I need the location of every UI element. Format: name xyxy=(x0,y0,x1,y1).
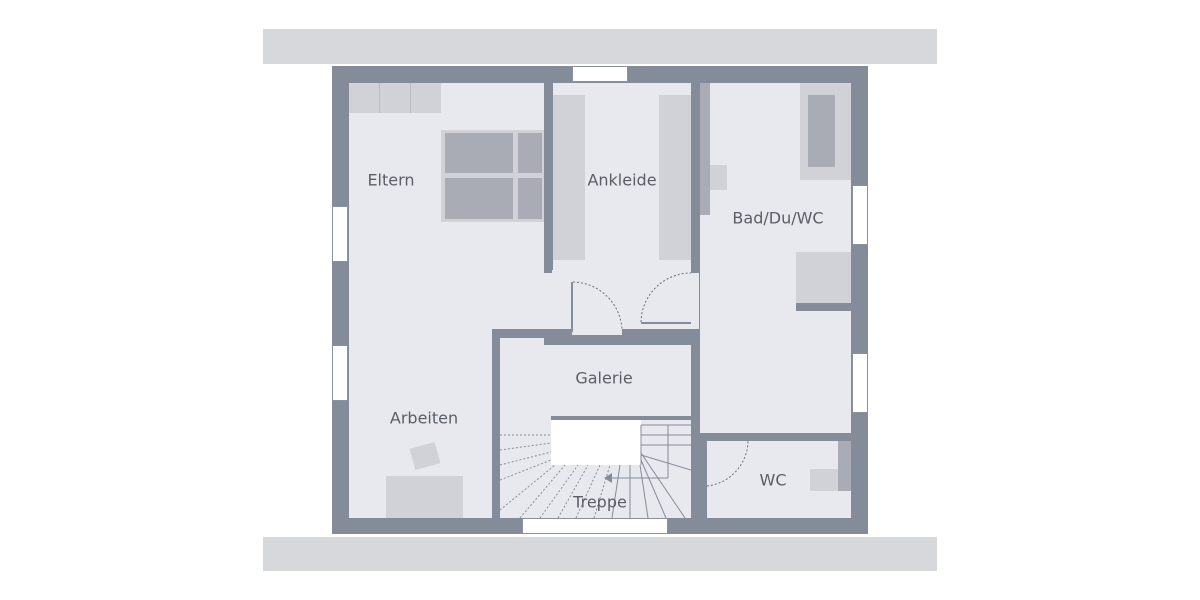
shower xyxy=(796,252,851,303)
stair-treads xyxy=(500,424,691,518)
wall-wc-top xyxy=(748,433,851,441)
wall-ankleide-right xyxy=(691,83,700,273)
wall-galerie-right xyxy=(691,329,700,519)
shower-tray-wall xyxy=(700,83,710,215)
wardrobe-divider xyxy=(410,83,411,113)
window-top xyxy=(572,66,628,82)
window-left-lower xyxy=(332,345,348,401)
bathtub-basin xyxy=(808,95,835,167)
toilet-bowl xyxy=(810,469,838,491)
door-wc[interactable] xyxy=(705,440,707,486)
wall-bad-shelf xyxy=(796,303,851,311)
wall-galerie-left xyxy=(492,329,500,519)
window-right-upper xyxy=(852,185,868,245)
toilet-tank xyxy=(838,441,851,491)
bed-mattress-2 xyxy=(445,178,513,219)
window-right-lower xyxy=(852,353,868,413)
door-bad[interactable] xyxy=(641,322,691,324)
roof-band-bottom xyxy=(263,537,937,571)
room-label-bad: Bad/Du/WC xyxy=(732,208,824,228)
wardrobe-eltern xyxy=(349,83,441,113)
room-label-eltern: Eltern xyxy=(367,170,415,190)
room-label-galerie: Galerie xyxy=(575,368,633,388)
room-label-arbeiten: Arbeiten xyxy=(389,408,459,428)
wardrobe-ankleide-left xyxy=(553,95,585,260)
wall-ankleide-left xyxy=(544,83,552,273)
wardrobe-ankleide-right xyxy=(659,95,691,260)
room-label-wc: WC xyxy=(759,470,787,490)
room-label-ankleide: Ankleide xyxy=(587,170,657,190)
hall-lower-left xyxy=(349,270,574,330)
nightstand-2 xyxy=(518,178,542,219)
sink xyxy=(710,165,727,190)
room-label-treppe: Treppe xyxy=(573,492,627,512)
roof-band-top xyxy=(263,29,937,64)
stair-void xyxy=(551,420,641,465)
window-bottom xyxy=(522,518,668,534)
door-eltern[interactable] xyxy=(571,282,573,332)
bed-mattress-1 xyxy=(445,133,513,173)
wardrobe-divider xyxy=(379,83,380,113)
nightstand-1 xyxy=(518,133,542,173)
window-left-upper xyxy=(332,206,348,262)
stair-rail xyxy=(551,416,691,420)
wall-galerie-top-right xyxy=(622,329,700,338)
desk xyxy=(386,476,463,518)
wall-galerie-top-left xyxy=(492,329,572,338)
